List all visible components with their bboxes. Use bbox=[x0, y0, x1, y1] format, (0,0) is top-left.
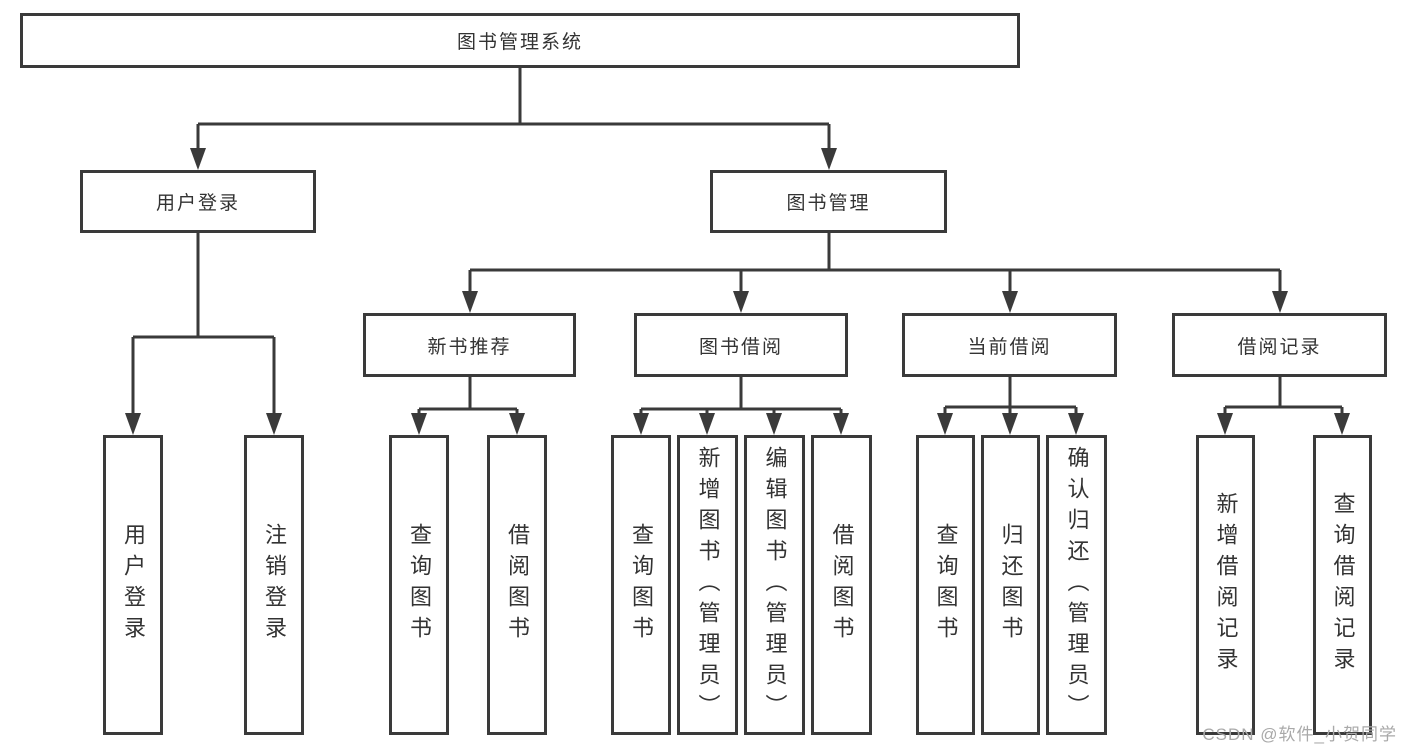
node-current-return-books-label: 归还图书 bbox=[998, 523, 1024, 647]
node-logout: 注销登录 bbox=[244, 435, 304, 735]
node-current-return-books: 归还图书 bbox=[981, 435, 1040, 735]
node-records-add-record: 新增借阅记录 bbox=[1196, 435, 1255, 735]
node-user-login: 用户登录 bbox=[80, 170, 316, 233]
node-current-query-books: 查询图书 bbox=[916, 435, 975, 735]
node-user-login-action: 用户登录 bbox=[103, 435, 163, 735]
node-borrow-edit-books-admin-label: 编辑图书（管理员） bbox=[762, 445, 788, 725]
node-borrowing-records: 借阅记录 bbox=[1172, 313, 1387, 377]
watermark: CSDN @软件_小贺同学 bbox=[1202, 725, 1397, 744]
node-current-borrowing: 当前借阅 bbox=[902, 313, 1117, 377]
node-borrow-add-books-admin: 新增图书（管理员） bbox=[677, 435, 738, 735]
node-recommend-query-books-label: 查询图书 bbox=[407, 523, 432, 647]
node-records-query-record: 查询借阅记录 bbox=[1313, 435, 1372, 735]
node-user-login-action-label: 用户登录 bbox=[121, 523, 146, 647]
node-new-book-recommendation: 新书推荐 bbox=[363, 313, 576, 377]
node-borrow-borrow-books: 借阅图书 bbox=[811, 435, 872, 735]
node-records-query-record-label: 查询借阅记录 bbox=[1330, 492, 1356, 678]
node-book-borrowing: 图书借阅 bbox=[634, 313, 848, 377]
node-borrowing-records-label: 借阅记录 bbox=[1237, 336, 1322, 358]
node-recommend-query-books: 查询图书 bbox=[389, 435, 449, 735]
node-book-management: 图书管理 bbox=[710, 170, 947, 233]
node-borrow-query-books-label: 查询图书 bbox=[629, 523, 654, 647]
node-root-label: 图书管理系统 bbox=[456, 32, 583, 53]
node-book-management-label: 图书管理 bbox=[786, 193, 871, 214]
node-new-book-recommendation-label: 新书推荐 bbox=[427, 336, 512, 358]
node-borrow-borrow-books-label: 借阅图书 bbox=[829, 523, 855, 647]
node-user-login-label: 用户登录 bbox=[155, 193, 240, 214]
node-recommend-borrow-books-label: 借阅图书 bbox=[505, 523, 530, 647]
node-borrow-add-books-admin-label: 新增图书（管理员） bbox=[695, 445, 721, 725]
node-root: 图书管理系统 bbox=[20, 13, 1020, 68]
node-borrow-edit-books-admin: 编辑图书（管理员） bbox=[744, 435, 805, 735]
node-current-confirm-return-admin: 确认归还（管理员） bbox=[1046, 435, 1107, 735]
node-current-query-books-label: 查询图书 bbox=[933, 523, 959, 647]
node-current-confirm-return-admin-label: 确认归还（管理员） bbox=[1064, 445, 1090, 725]
node-records-add-record-label: 新增借阅记录 bbox=[1213, 492, 1239, 678]
node-borrow-query-books: 查询图书 bbox=[611, 435, 671, 735]
node-logout-label: 注销登录 bbox=[262, 523, 287, 647]
node-recommend-borrow-books: 借阅图书 bbox=[487, 435, 547, 735]
node-current-borrowing-label: 当前借阅 bbox=[967, 336, 1052, 358]
node-book-borrowing-label: 图书借阅 bbox=[698, 336, 783, 358]
